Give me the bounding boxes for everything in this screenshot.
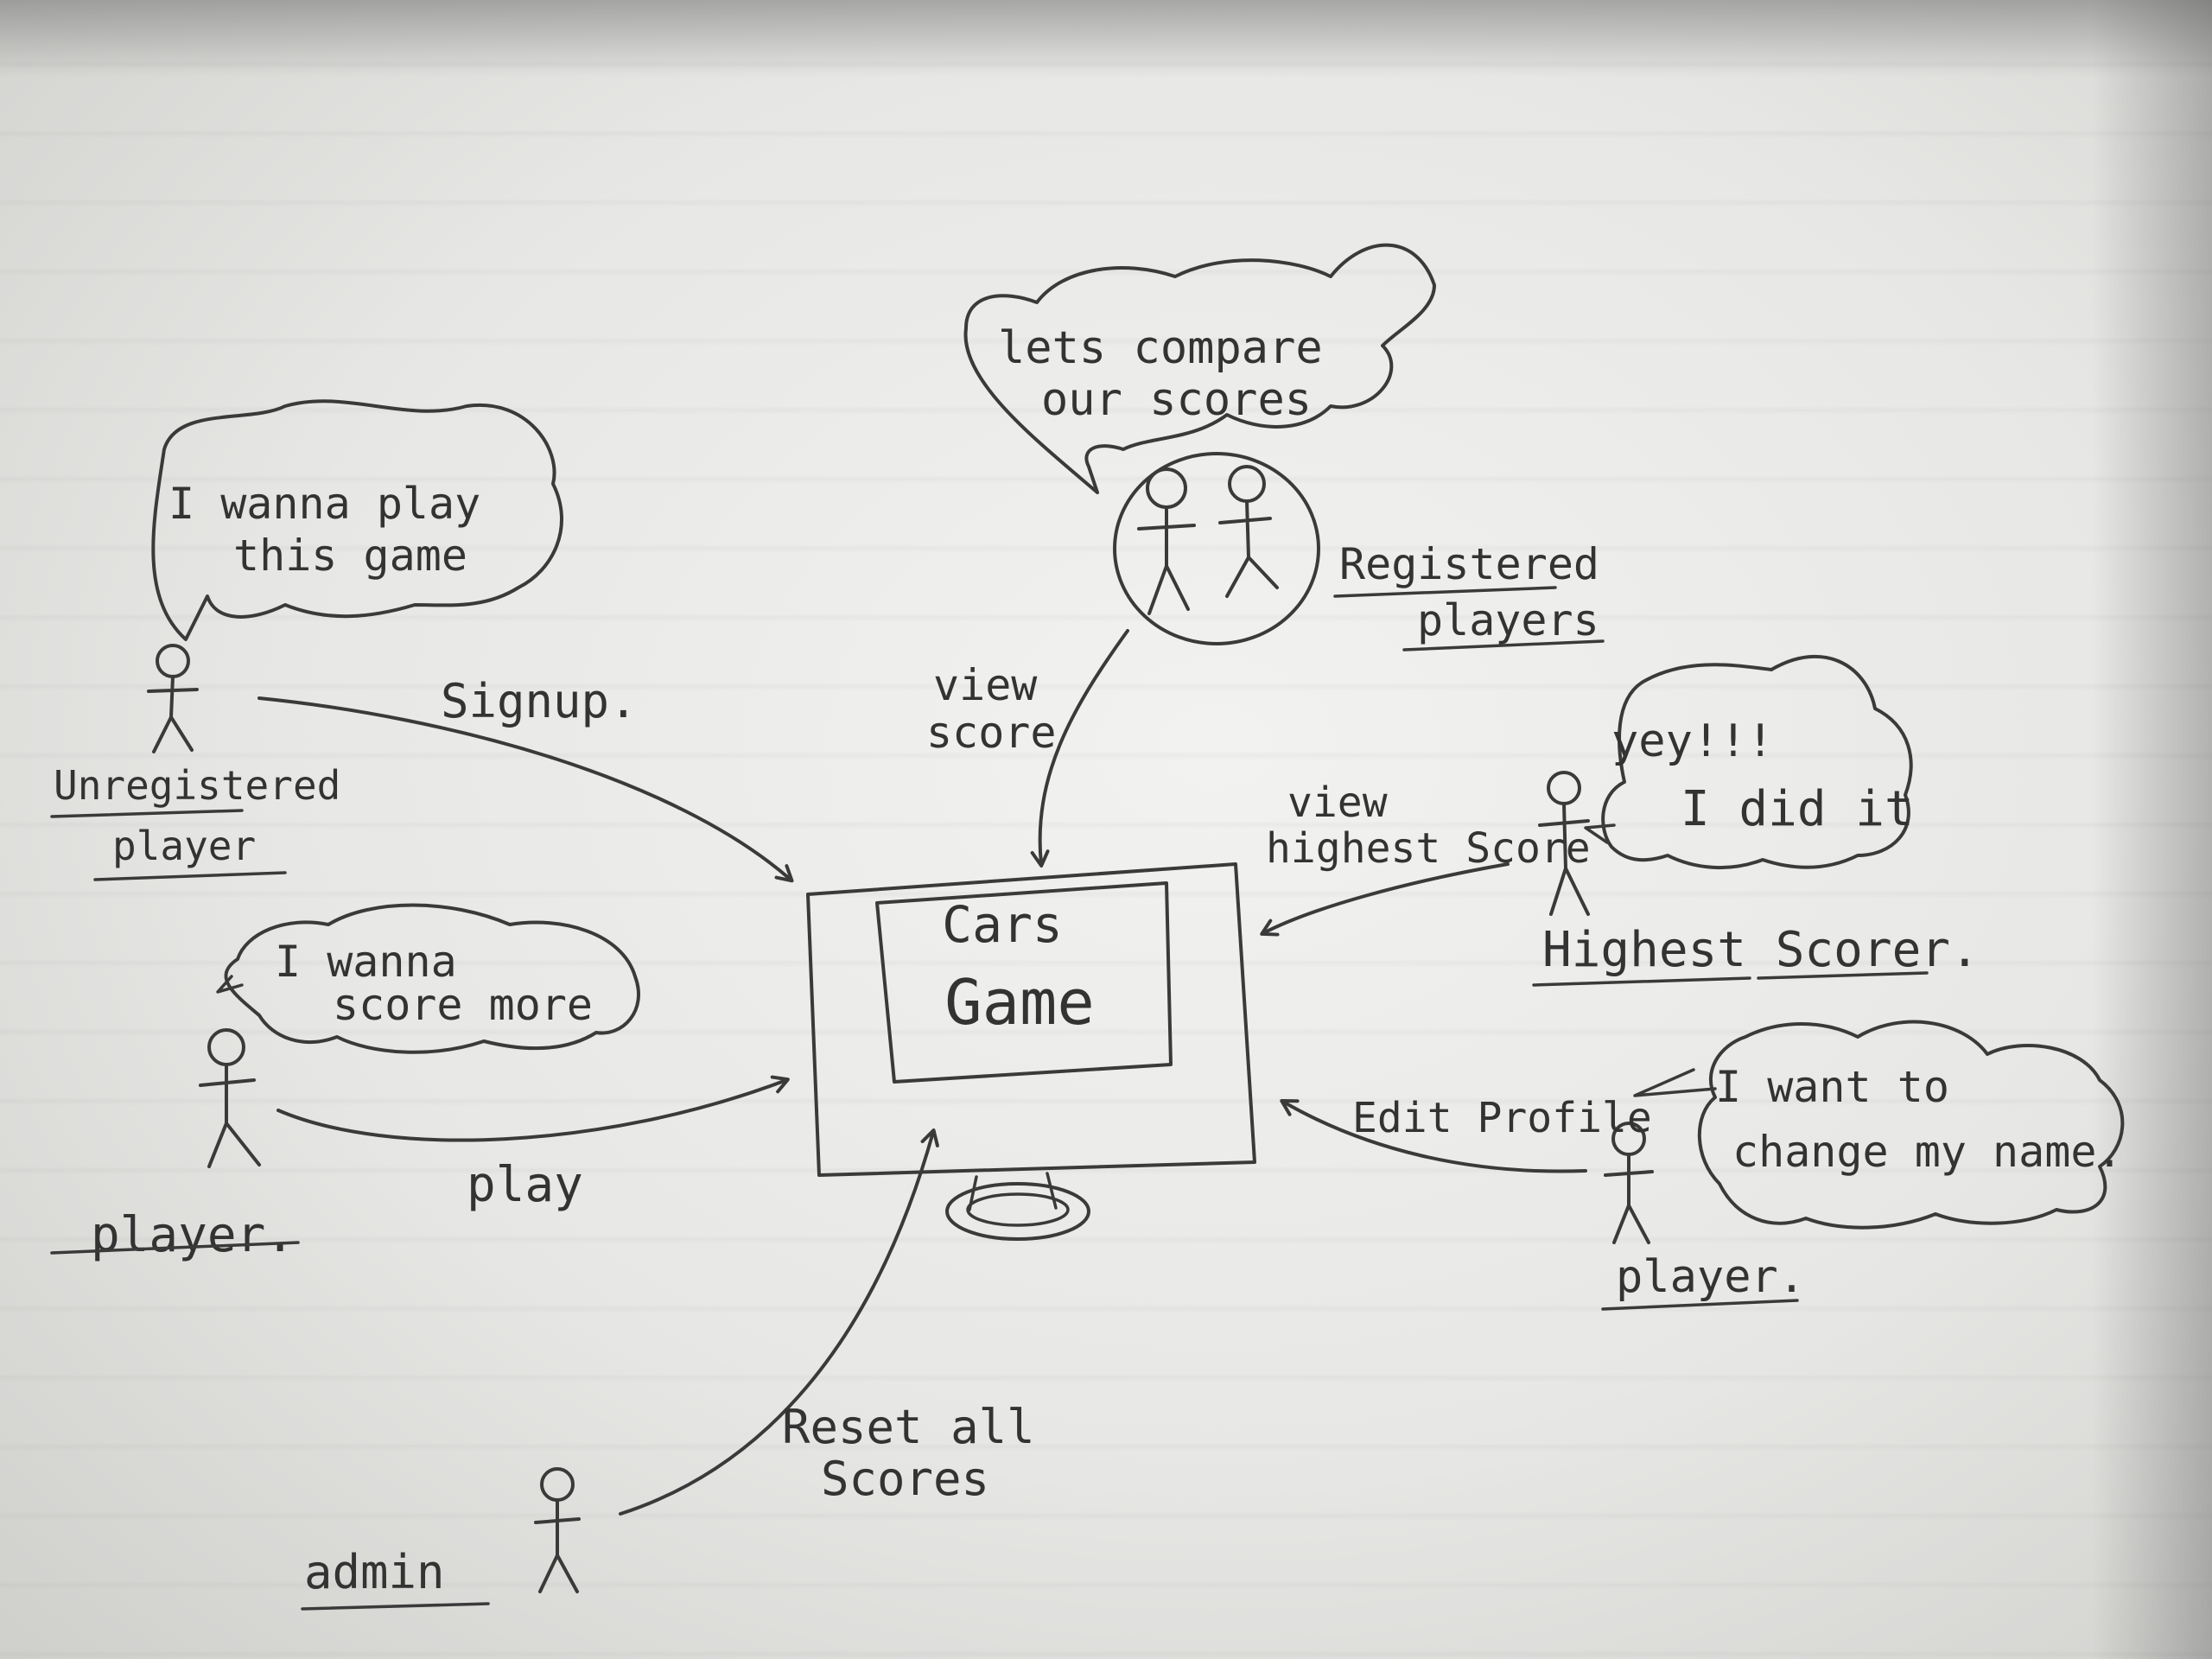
- stick-figure-player-left-icon: [199, 1028, 261, 1168]
- actor-player-right: player.: [1616, 1251, 1805, 1303]
- speech-highest-line2: I did it: [1681, 781, 1914, 837]
- speech-bubble-player-left: [224, 903, 640, 1054]
- stick-figure-admin-icon: [534, 1467, 581, 1593]
- underline: [1333, 586, 1557, 598]
- arrow-view-score: [1030, 629, 1129, 868]
- registered-players-circle: [1113, 452, 1320, 645]
- monitor-screen: [875, 881, 1173, 1084]
- actor-registered-line2: players: [1417, 595, 1599, 645]
- actor-unregistered-line2: player: [112, 823, 256, 869]
- actor-admin: admin: [304, 1545, 445, 1599]
- speech-player-left-line1: I wanna: [275, 937, 457, 987]
- use-case-edit-profile: Edit Profile: [1352, 1094, 1652, 1142]
- use-case-signup: Signup.: [441, 674, 638, 728]
- speech-highest-line1: yey!!!: [1611, 715, 1774, 767]
- monitor-frame: [806, 862, 1256, 1177]
- speech-bubble-registered: [963, 243, 1436, 494]
- bubble-tail: [1584, 823, 1616, 844]
- arrow-signup: [257, 696, 794, 883]
- arrow-view-highest: [1260, 862, 1510, 937]
- actor-unregistered-line1: Unregistered: [54, 762, 340, 809]
- monitor-neck: [968, 1172, 1058, 1211]
- use-case-view-score-line2: score: [926, 708, 1057, 758]
- underline: [1601, 1299, 1799, 1311]
- use-case-view-score-line1: view: [933, 660, 1038, 710]
- use-case-reset-line1: Reset all: [782, 1400, 1035, 1454]
- system-name-line1: Cars: [942, 895, 1063, 954]
- right-shadow: [2091, 0, 2212, 1659]
- monitor-stand-inner: [966, 1192, 1070, 1227]
- stick-figure-highest-scorer-icon: [1538, 771, 1590, 916]
- top-shadow: [0, 0, 2212, 78]
- actor-registered-line1: Registered: [1339, 539, 1599, 589]
- arrow-play: [276, 1075, 790, 1142]
- underline: [1532, 971, 1929, 987]
- arrow-reset-scores: [619, 1128, 939, 1516]
- monitor-icon: [806, 862, 1256, 1241]
- underline: [1402, 639, 1605, 652]
- use-case-play: play: [467, 1157, 583, 1213]
- system-name-line2: Game: [944, 966, 1094, 1039]
- speech-bubble-player-right: [1697, 1020, 2125, 1230]
- monitor-stand-base: [945, 1182, 1090, 1241]
- underline: [50, 809, 244, 818]
- speech-player-right-line1: I want to: [1715, 1062, 1949, 1112]
- use-case-view-highest-line1: view: [1287, 779, 1388, 827]
- use-case-reset-line2: Scores: [821, 1452, 989, 1506]
- stick-figure-player-right-icon: [1604, 1122, 1654, 1244]
- speech-player-left-line2: score more: [333, 980, 593, 1030]
- underline: [301, 1602, 490, 1611]
- use-case-view-highest-line2: highest Score: [1266, 824, 1591, 873]
- speech-unregistered-line2: this game: [233, 531, 467, 581]
- speech-unregistered-line1: I wanna play: [168, 479, 480, 529]
- bubble-tail: [1633, 1068, 1717, 1097]
- speech-bubble-highest-scorer: [1601, 654, 1913, 869]
- speech-player-right-line2: change my name.: [1732, 1127, 2123, 1177]
- speech-registered-line2: our scores: [1041, 374, 1312, 426]
- actor-highest-scorer: Highest Scorer.: [1542, 922, 1980, 978]
- arrow-edit-profile: [1280, 1098, 1587, 1173]
- stick-figure-registered-a-icon: [1137, 467, 1196, 615]
- actor-player-left: player.: [91, 1207, 295, 1263]
- underline: [93, 871, 287, 881]
- underline: [50, 1241, 300, 1255]
- speech-registered-line1: lets compare: [998, 322, 1323, 374]
- speech-bubble-unregistered: [151, 399, 563, 641]
- stick-figure-unregistered-icon: [147, 644, 199, 753]
- stick-figure-registered-b-icon: [1218, 465, 1279, 598]
- bubble-tail: [216, 975, 244, 994]
